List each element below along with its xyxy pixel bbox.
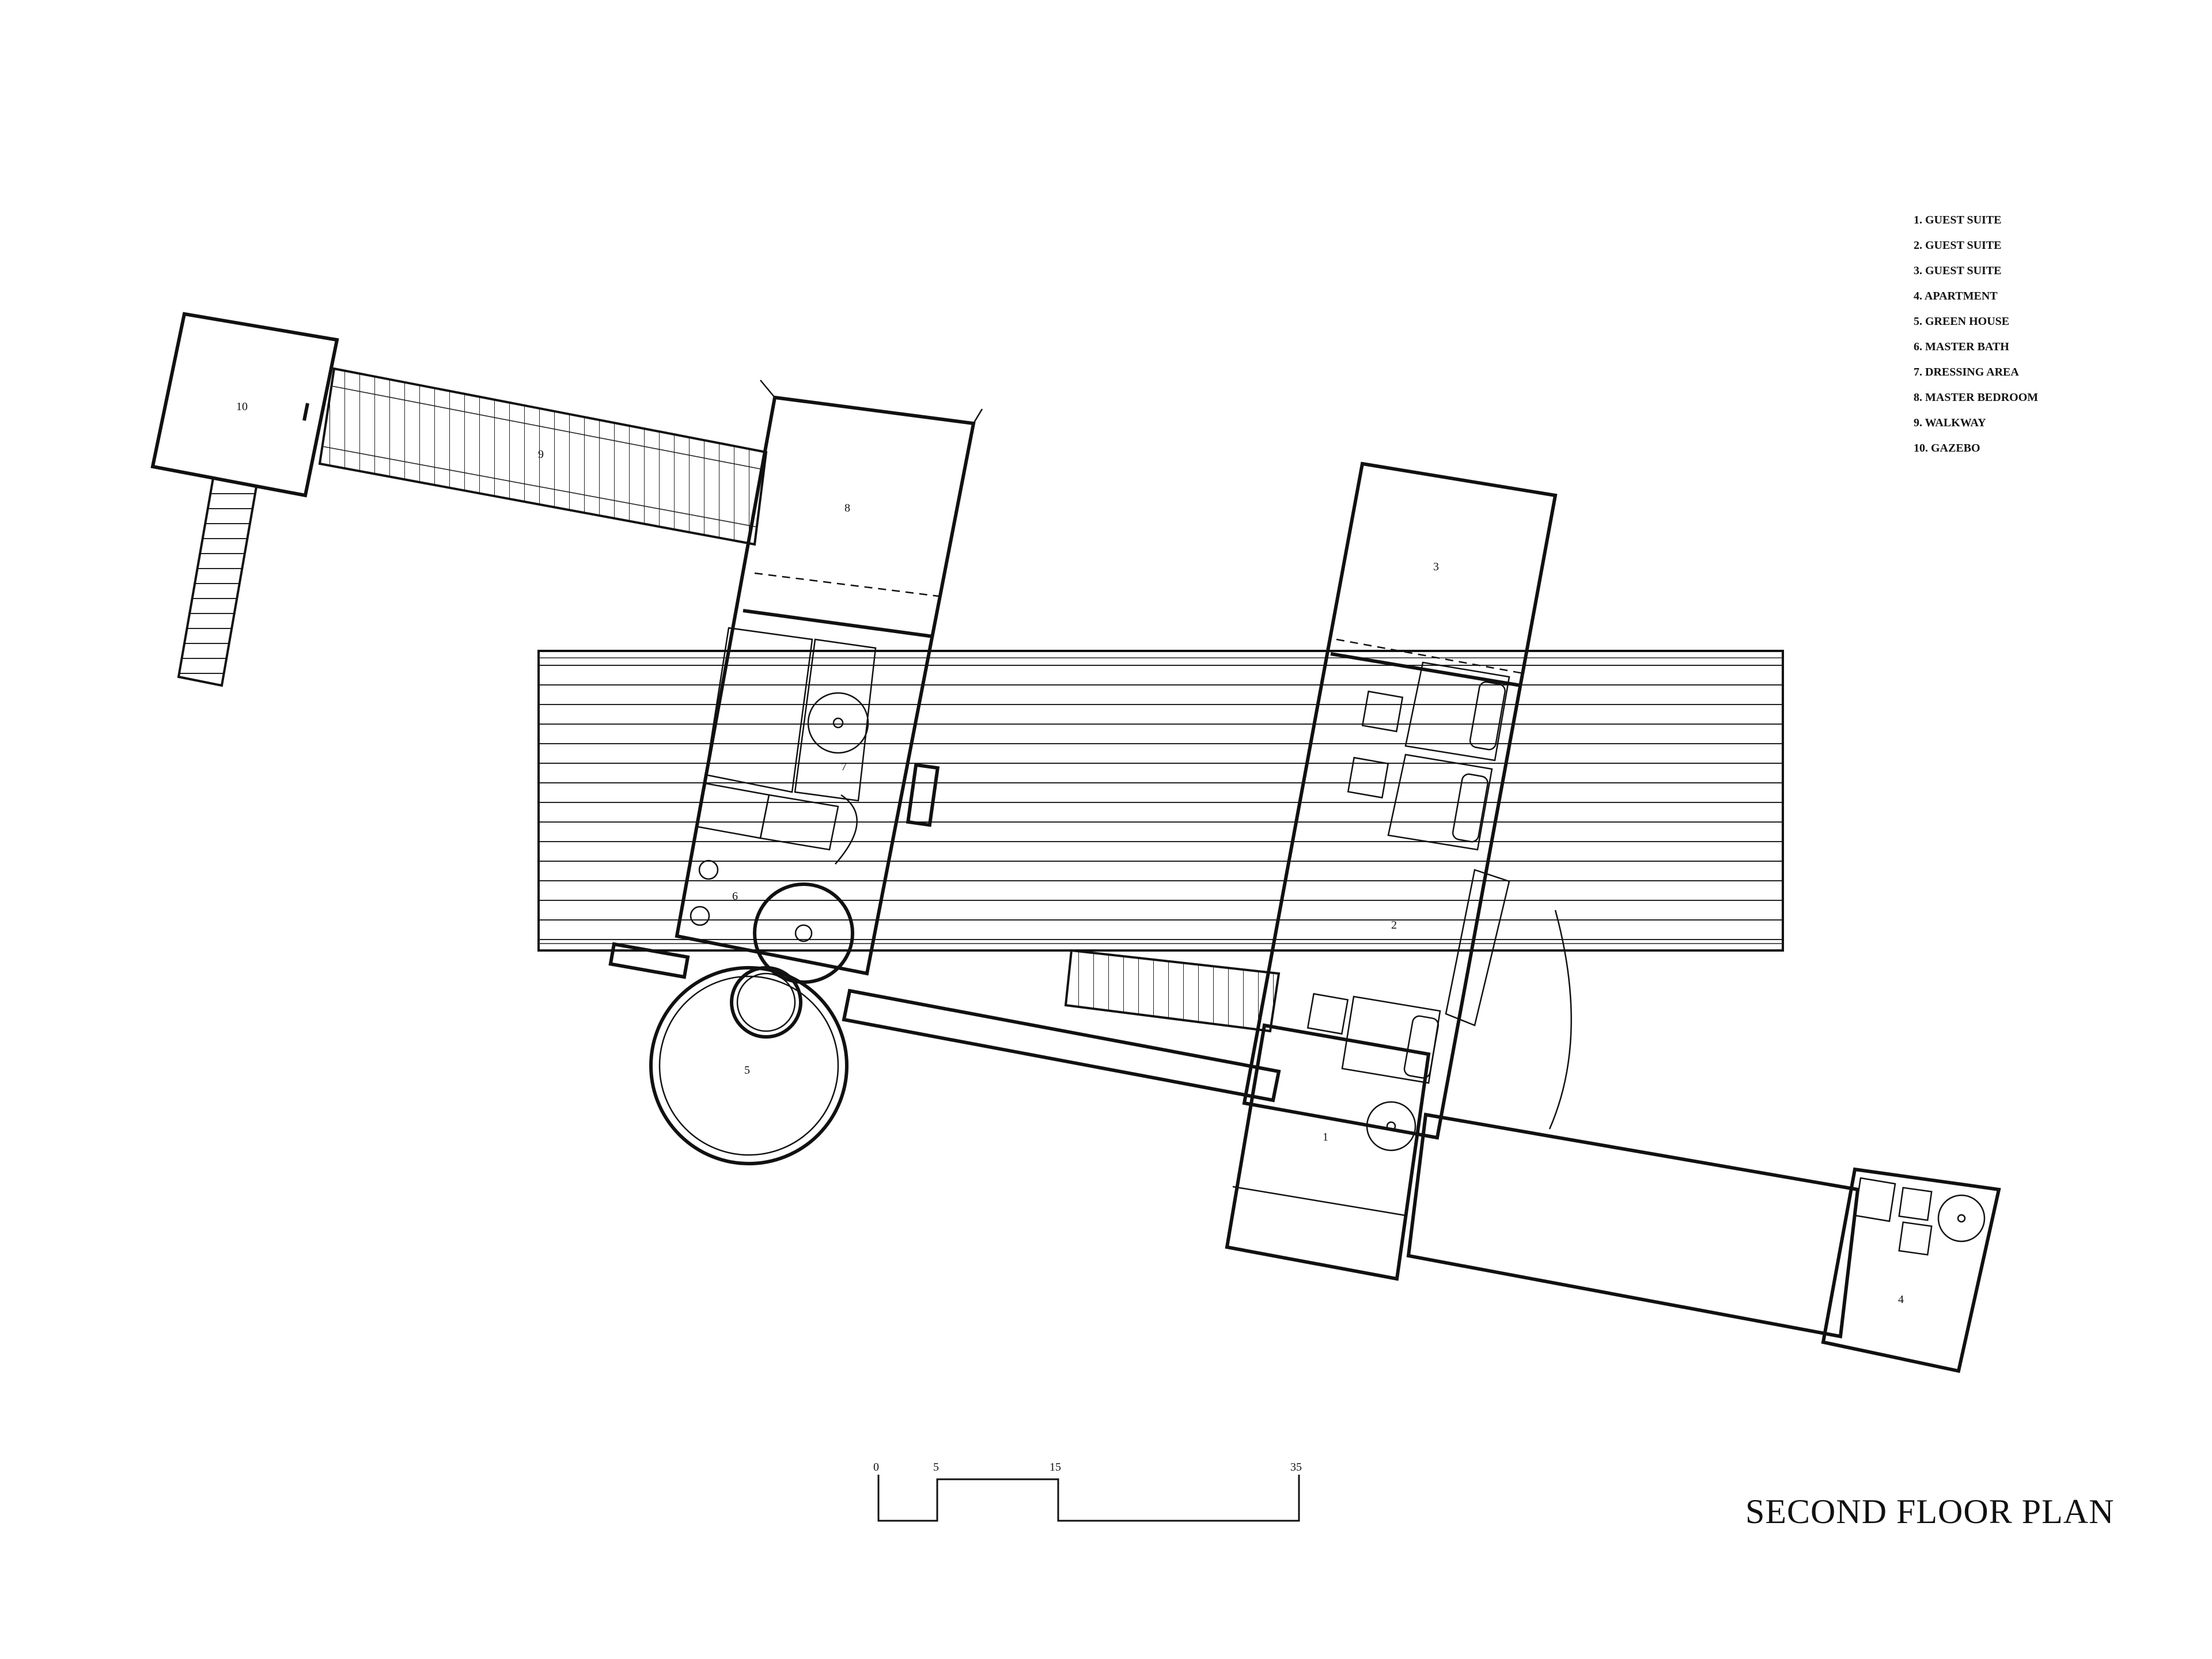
legend-item: 10. GAZEBO: [1914, 442, 1980, 454]
legend-item: 6. MASTER BATH: [1914, 340, 2009, 353]
room-legend: 1. GUEST SUITE 2. GUEST SUITE 3. GUEST S…: [1914, 207, 2038, 461]
legend-item: 8. MASTER BEDROOM: [1914, 391, 2039, 404]
central-deck: [537, 650, 1784, 952]
scale-bar: 0 5 15 35: [873, 1461, 1302, 1522]
green-house: [649, 966, 849, 1165]
scale-label-35: 35: [1290, 1461, 1302, 1474]
legend-item: 3. GUEST SUITE: [1914, 264, 2002, 277]
label-room-4: 4: [1898, 1293, 1904, 1306]
guest-wing: [1242, 461, 1558, 1152]
drawing-title: SECOND FLOOR PLAN: [1745, 1493, 2115, 1531]
legend-item: 7. DRESSING AREA: [1914, 366, 2019, 378]
walkway-bridge: [318, 367, 768, 546]
label-room-7: 7: [841, 760, 847, 773]
scale-label-0: 0: [873, 1461, 879, 1474]
apartment: [1821, 1167, 2001, 1373]
label-room-2: 2: [1391, 919, 1397, 931]
label-room-9: 9: [538, 448, 544, 461]
label-room-8: 8: [844, 502, 850, 514]
label-room-1: 1: [1323, 1131, 1328, 1143]
legend-item: 1. GUEST SUITE: [1914, 214, 2002, 226]
legend-item: 5. GREEN HOUSE: [1914, 315, 2010, 328]
legend-item: 4. APARTMENT: [1914, 290, 1998, 302]
legend-item: 9. WALKWAY: [1914, 416, 1986, 429]
scale-label-15: 15: [1050, 1461, 1061, 1474]
label-room-6: 6: [732, 890, 738, 903]
label-room-10: 10: [236, 400, 248, 413]
label-room-5: 5: [744, 1064, 750, 1077]
legend-item: 2. GUEST SUITE: [1914, 239, 2002, 252]
master-wing: [675, 380, 983, 984]
scale-label-5: 5: [933, 1461, 939, 1474]
gazebo: [150, 312, 339, 687]
label-room-3: 3: [1433, 560, 1439, 573]
